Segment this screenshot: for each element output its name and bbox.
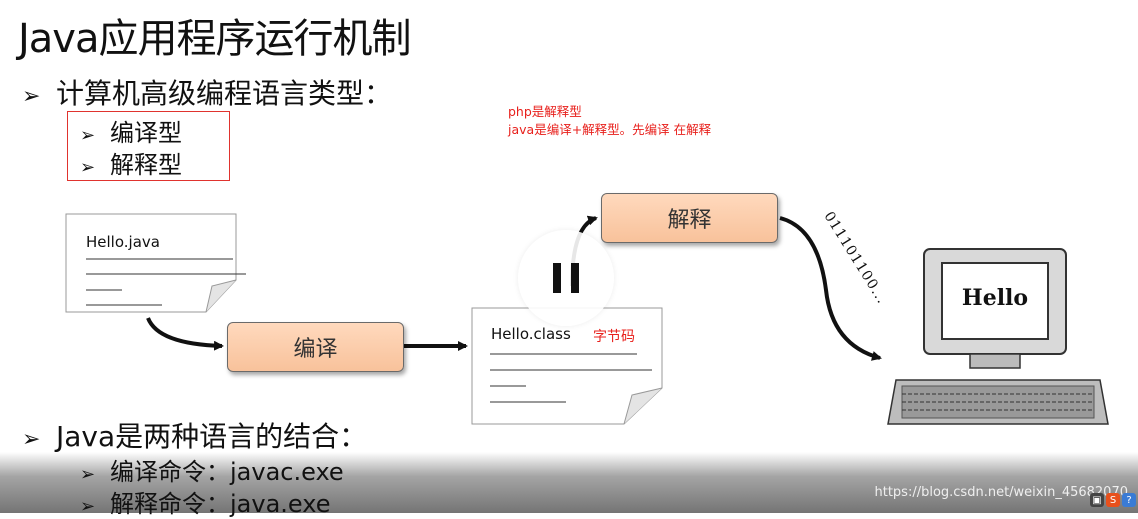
bullet-combination: ➢Java是两种语言的结合：: [22, 415, 367, 455]
sub-bullet-interpret-cmd: ➢解释命令：java.exe: [80, 484, 331, 519]
arrow-bullet-icon: ➢: [22, 427, 56, 452]
interpret-step-box: 解释: [601, 193, 778, 243]
bytecode-file-label: Hello.class: [491, 325, 571, 343]
compile-step-label: 编译: [293, 331, 337, 363]
arrow-bullet-icon: ➢: [80, 496, 110, 517]
interpret-step-label: 解释: [667, 202, 711, 234]
arrow-bullet-icon: ➢: [80, 464, 110, 485]
tray-icon[interactable]: ▣: [1090, 493, 1104, 507]
bullet-combination-text: Java是两种语言的结合：: [56, 420, 367, 453]
sub-bullet-text: 编译命令：javac.exe: [110, 458, 344, 486]
compile-step-box: 编译: [227, 322, 404, 372]
monitor-hello-text: Hello: [942, 285, 1048, 311]
sub-bullet-compile-cmd: ➢编译命令：javac.exe: [80, 452, 344, 487]
sub-bullet-text: 解释命令：java.exe: [110, 490, 331, 518]
pause-icon-bar: [571, 263, 579, 293]
source-file-label: Hello.java: [86, 233, 160, 251]
pause-icon: [553, 263, 561, 293]
computer-icon: [888, 249, 1108, 424]
corner-tray: ▣ S ?: [1090, 493, 1136, 507]
arrow-to-compile: [148, 318, 222, 346]
source-document-icon: [66, 214, 246, 312]
bytecode-annotation: 字节码: [593, 326, 635, 346]
help-icon[interactable]: ?: [1122, 493, 1136, 507]
pause-button[interactable]: [518, 230, 614, 326]
sogou-icon[interactable]: S: [1106, 493, 1120, 507]
